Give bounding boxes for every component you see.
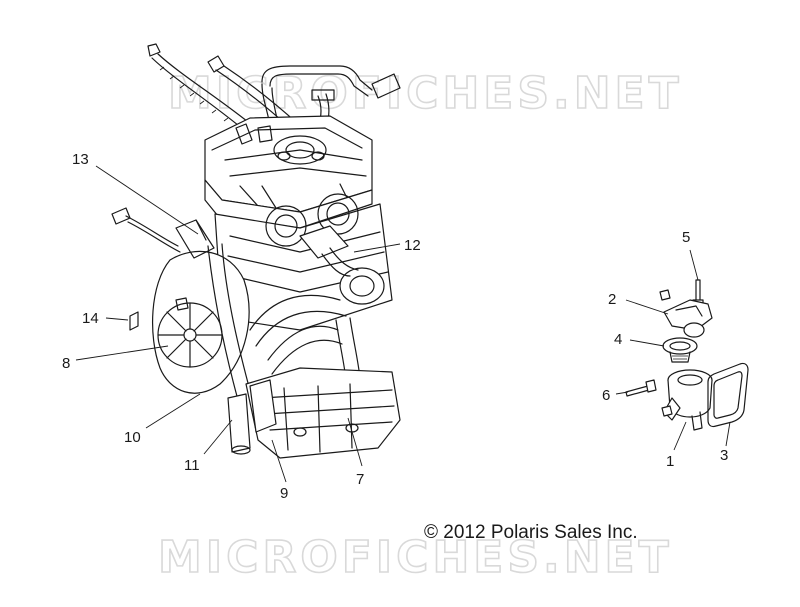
thermostat <box>662 337 698 363</box>
thermostat-exploded-view <box>625 279 749 431</box>
leader-6 <box>615 391 629 395</box>
leader-8 <box>75 345 169 361</box>
watermark-bottom: MICROFICHES.NET <box>158 532 673 583</box>
watermark-top: MICROFICHES.NET <box>168 68 683 119</box>
bolt-6 <box>625 379 657 397</box>
callout-7: 7 <box>356 471 364 488</box>
stator-cover <box>152 250 250 394</box>
leader-9 <box>271 439 287 483</box>
callout-1: 1 <box>666 453 674 470</box>
wire-harness <box>147 43 401 136</box>
leader-12 <box>353 243 401 253</box>
callout-numbers: 13 12 14 8 10 11 9 7 5 2 4 6 1 3 <box>62 151 728 502</box>
leader-11 <box>203 419 233 455</box>
crankcase <box>245 367 401 459</box>
callout-2: 2 <box>608 291 616 308</box>
callout-8: 8 <box>62 355 70 372</box>
sensor-connector <box>111 207 181 253</box>
thermostat-cover <box>659 289 713 338</box>
cylinder-head <box>204 115 373 229</box>
leader-13 <box>95 165 199 235</box>
leader-7 <box>347 417 363 467</box>
callout-11: 11 <box>184 457 200 474</box>
callout-6: 6 <box>602 387 610 404</box>
callout-5: 5 <box>682 229 690 246</box>
gasket <box>707 362 749 428</box>
leader-2 <box>625 299 669 315</box>
callout-4: 4 <box>614 331 622 348</box>
callout-9: 9 <box>280 485 288 502</box>
leader-14 <box>105 317 129 321</box>
leader-4 <box>629 339 665 347</box>
callout-10: 10 <box>124 429 141 446</box>
leader-1 <box>673 421 687 451</box>
callout-14: 14 <box>82 310 99 327</box>
engine-thermostat-housing <box>299 225 385 305</box>
plug-part <box>129 311 139 331</box>
leader-3 <box>725 421 731 447</box>
leader-5 <box>689 249 699 281</box>
leader-lines <box>75 165 731 483</box>
callout-13: 13 <box>72 151 89 168</box>
leader-10 <box>145 393 201 429</box>
callout-12: 12 <box>404 237 421 254</box>
callout-3: 3 <box>720 447 728 464</box>
thermostat-housing <box>661 369 713 431</box>
engine-assembly <box>111 43 401 459</box>
coolant-hoses <box>175 219 361 455</box>
copyright-notice: © 2012 Polaris Sales Inc. <box>424 522 638 543</box>
